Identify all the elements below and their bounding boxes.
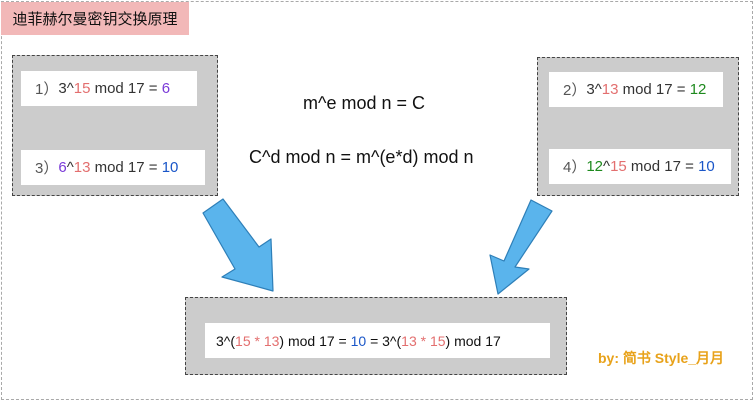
equation-4-base: 12 xyxy=(586,158,604,175)
rsa-decrypt-formula: C^d mod n = m^(e*d) mod n xyxy=(249,147,474,167)
shared-key-exponent-a: 15 * 13 xyxy=(235,332,280,349)
equation-2-prefix: 2） xyxy=(563,82,587,99)
shared-key-part-3: ) mod 17 = xyxy=(279,332,351,349)
equation-2-exponent: 13 xyxy=(601,81,619,98)
right-down-arrow xyxy=(489,199,553,295)
rsa-encrypt-formula: m^e mod n = C xyxy=(303,93,425,113)
equation-2-rest: mod 17 = xyxy=(618,81,690,98)
equation-1-result: 6 xyxy=(161,80,171,97)
equation-1-base: 3 xyxy=(58,80,67,97)
shared-key-box: 3^(15 * 13) mod 17 = 10 = 3^(13 * 15) mo… xyxy=(185,297,567,375)
shared-key-equation: 3^(15 * 13) mod 17 = 10 = 3^(13 * 15) mo… xyxy=(205,323,550,358)
equation-1-prefix: 1） xyxy=(35,81,59,98)
shared-key-part-5: = 3^( xyxy=(366,332,402,349)
equation-3-result: 10 xyxy=(161,159,179,176)
shared-key-exponent-b: 13 * 15 xyxy=(401,332,446,349)
equation-2: 2）3^13 mod 17 = 12 xyxy=(549,72,723,107)
equation-3: 3）6^13 mod 17 = 10 xyxy=(21,150,205,185)
equation-2-base: 3 xyxy=(586,81,595,98)
shared-key-result: 10 xyxy=(350,332,367,349)
equation-1: 1）3^15 mod 17 = 6 xyxy=(21,71,197,106)
equation-3-caret: ^ xyxy=(66,159,74,176)
diagram-title: 迪菲赫尔曼密钥交换原理 xyxy=(1,2,189,35)
equation-1-rest: mod 17 = xyxy=(90,80,162,97)
equation-4-result: 10 xyxy=(698,158,715,175)
left-down-arrow xyxy=(202,198,274,292)
shared-key-part-7: ) mod 17 xyxy=(445,332,501,349)
equation-4-caret: ^ xyxy=(603,158,611,175)
author-credit: by: 简书 Style_月月 xyxy=(598,350,725,366)
equation-1-caret: ^ xyxy=(66,80,74,97)
left-party-box: 1）3^15 mod 17 = 6 3）6^13 mod 17 = 10 xyxy=(12,55,218,196)
equation-3-rest: mod 17 = xyxy=(90,159,162,176)
equation-2-result: 12 xyxy=(689,81,707,98)
equation-3-exponent: 13 xyxy=(73,159,91,176)
right-party-box: 2）3^13 mod 17 = 12 4）12^15 mod 17 = 10 xyxy=(537,57,739,196)
equation-4-prefix: 4） xyxy=(563,159,587,176)
equation-1-exponent: 15 xyxy=(73,80,91,97)
equation-3-base: 6 xyxy=(58,159,67,176)
equation-4-rest: mod 17 = xyxy=(626,158,699,175)
equation-3-prefix: 3） xyxy=(35,160,59,177)
equation-4-exponent: 15 xyxy=(610,158,627,175)
shared-key-part-1: 3^( xyxy=(216,332,236,349)
equation-2-caret: ^ xyxy=(594,81,602,98)
equation-4: 4）12^15 mod 17 = 10 xyxy=(549,149,731,184)
